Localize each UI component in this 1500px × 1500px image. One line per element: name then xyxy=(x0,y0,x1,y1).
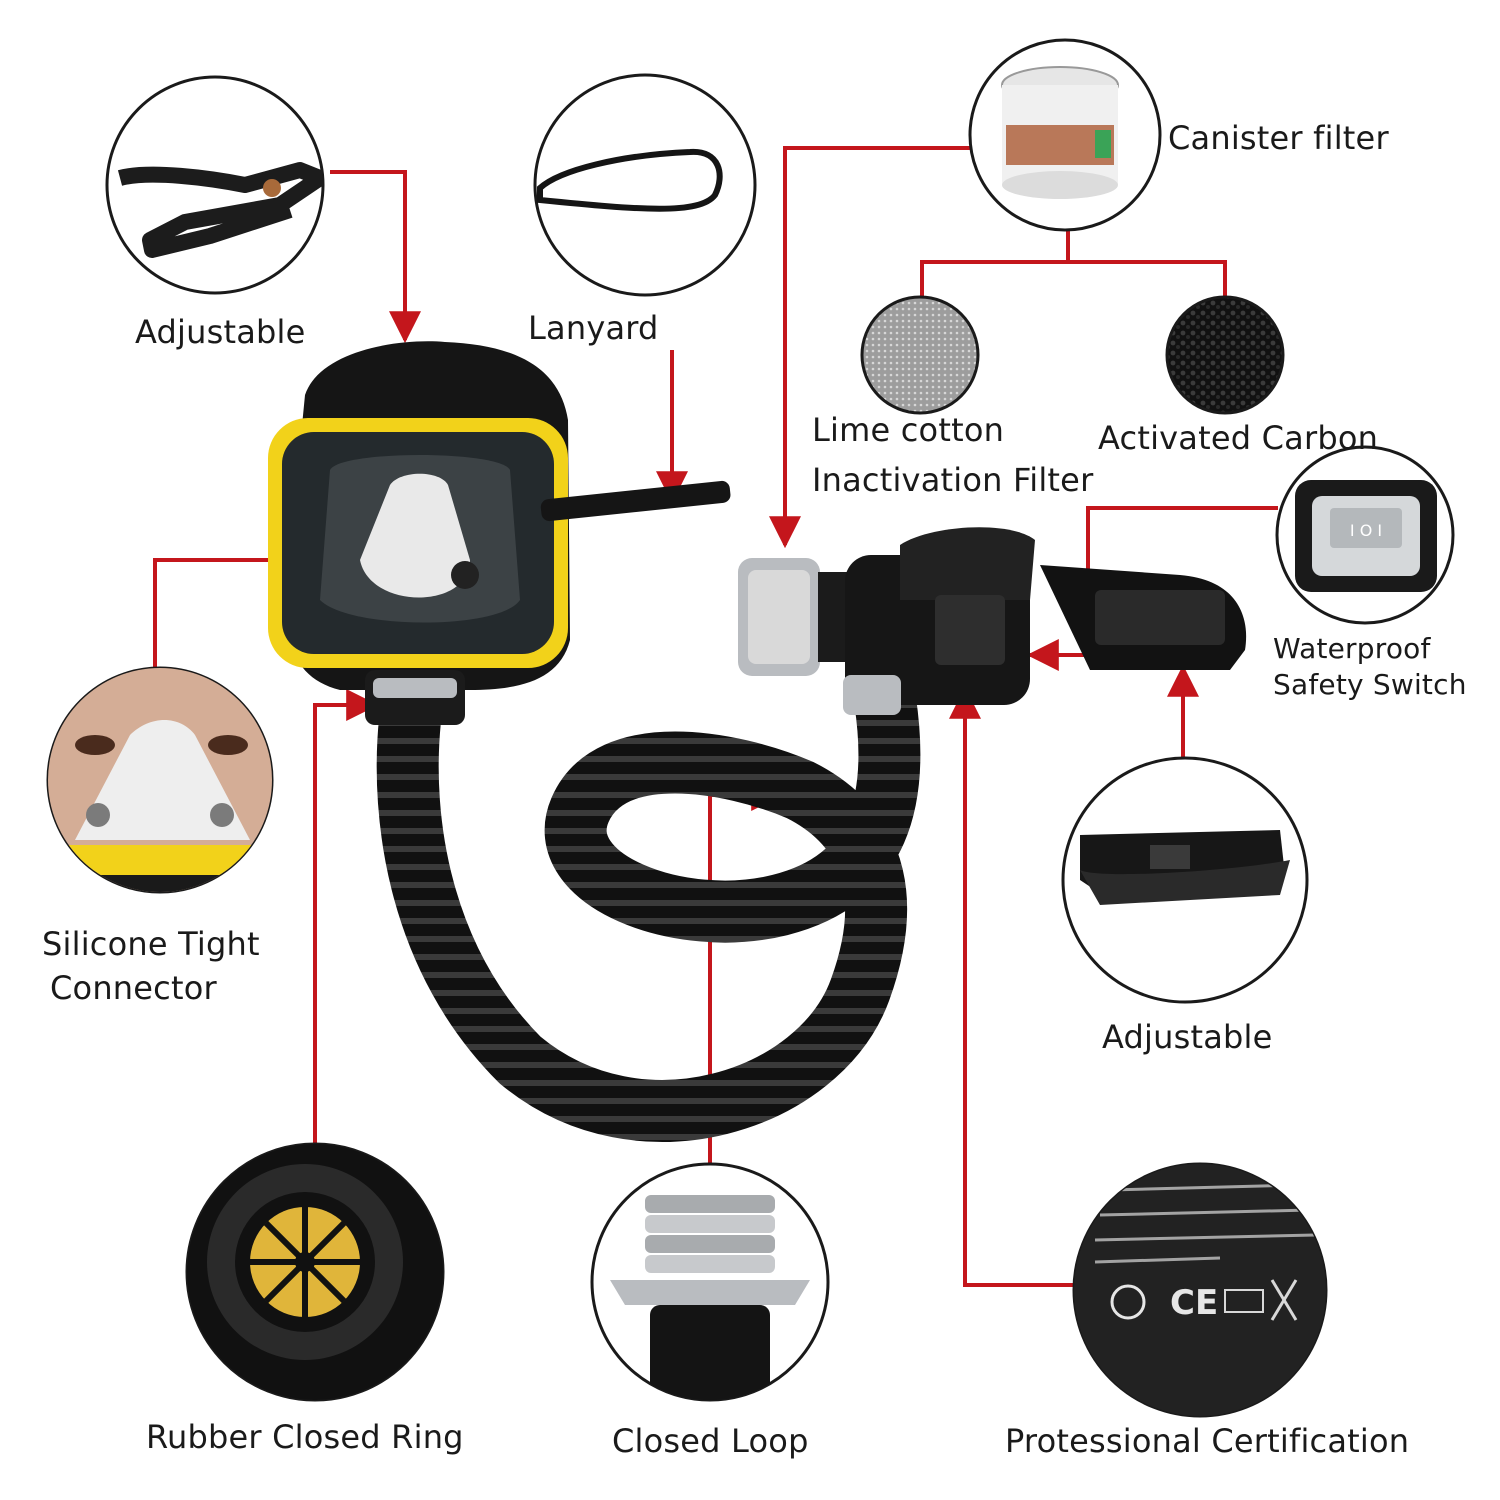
label-rubber-closed-ring: Rubber Closed Ring xyxy=(146,1418,464,1456)
line-canister xyxy=(769,146,972,549)
waterproof-switch-callout: I O I xyxy=(1275,445,1455,625)
label-lime-cotton: Lime cotton xyxy=(812,411,1005,449)
label-activated-carbon: Activated Carbon xyxy=(1098,419,1379,457)
line-canister-split xyxy=(920,228,1070,298)
line-canister-split-right xyxy=(1068,260,1227,298)
label-silicone-tight: Silicone Tight xyxy=(42,925,260,963)
threaded-connector-icon xyxy=(610,1195,810,1400)
line-rubber-ring xyxy=(313,689,379,1145)
closed-loop-callout xyxy=(590,1162,830,1402)
silicone-nose-cup-icon xyxy=(48,668,272,892)
blower-unit-icon xyxy=(738,527,1247,715)
label-professional-certification: Protessional Certification xyxy=(1005,1422,1410,1460)
certification-callout: CE xyxy=(1072,1162,1328,1418)
lime-cotton-callout xyxy=(860,295,980,415)
lanyard-callout xyxy=(533,73,757,297)
line-adjustable-top xyxy=(330,170,421,344)
adjustable-right-callout xyxy=(1061,756,1309,1004)
label-adjustable-top: Adjustable xyxy=(135,313,306,351)
line-certification xyxy=(949,686,1078,1287)
waist-belt-icon xyxy=(1080,830,1290,905)
label-safety-switch: Safety Switch xyxy=(1273,668,1467,701)
lanyard-icon xyxy=(537,148,723,212)
label-canister-filter: Canister filter xyxy=(1168,119,1389,157)
adjustable-top-callout xyxy=(105,75,325,295)
rubber-ring-callout xyxy=(185,1142,445,1402)
certification-marks-icon: CE xyxy=(1074,1164,1326,1416)
label-waterproof: Waterproof xyxy=(1273,632,1431,665)
activated-carbon-callout xyxy=(1165,295,1285,415)
label-adjustable-right: Adjustable xyxy=(1102,1018,1273,1056)
breathing-hose-icon xyxy=(376,669,921,1142)
label-inactivation-filter: Inactivation Filter xyxy=(812,461,1094,499)
rubber-ring-icon xyxy=(187,1144,443,1400)
label-connector: Connector xyxy=(50,969,217,1007)
silicone-callout xyxy=(46,666,274,894)
ce-mark: CE xyxy=(1170,1283,1218,1323)
canister-filter-icon xyxy=(1001,66,1119,199)
safety-switch-icon: I O I xyxy=(1295,480,1437,592)
head-strap-icon xyxy=(117,162,323,258)
full-face-mask-icon xyxy=(268,341,731,725)
canister-filter-callout xyxy=(968,38,1162,232)
label-closed-loop: Closed Loop xyxy=(612,1422,809,1460)
switch-symbol: I O I xyxy=(1350,521,1382,540)
label-lanyard: Lanyard xyxy=(528,309,659,347)
